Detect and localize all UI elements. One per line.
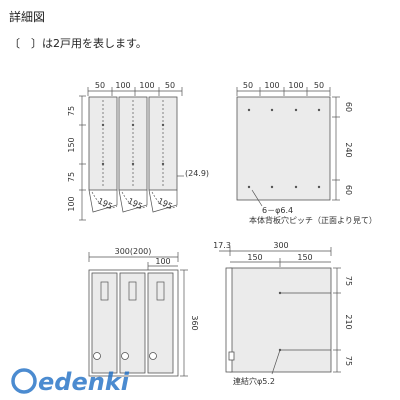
bottom-front-view: 300(200) 100 360 bbox=[88, 247, 199, 377]
side-left-offset: 17.3 bbox=[213, 241, 231, 250]
back-hole-label: 6－φ6.4 bbox=[262, 206, 293, 215]
figure-note: 〔 〕は2戸用を表します。 bbox=[9, 36, 147, 50]
front-offset-dim: (24.9) bbox=[185, 169, 209, 178]
side-half-dim-1: 150 bbox=[247, 253, 262, 262]
front-top-dim-3: 100 bbox=[139, 81, 154, 90]
back-side-dim-3: 60 bbox=[344, 185, 353, 195]
back-top-dim-1: 50 bbox=[243, 81, 253, 90]
watermark-logo-icon bbox=[11, 368, 37, 394]
side-hole-label: 連結穴φ5.2 bbox=[233, 376, 275, 386]
side-view: 17.3 300 150 150 75 210 75 連結穴φ5.2 bbox=[213, 241, 353, 386]
side-dim-2: 210 bbox=[344, 314, 353, 329]
back-top-dim-4: 50 bbox=[314, 81, 324, 90]
side-panel bbox=[229, 267, 332, 373]
front-top-dim-4: 50 bbox=[165, 81, 175, 90]
back-side-dim-2: 240 bbox=[344, 142, 353, 157]
front-side-dim-2: 150 bbox=[67, 137, 76, 152]
side-front-lip bbox=[225, 267, 233, 373]
front-swing-dim-2: 195 bbox=[126, 196, 144, 211]
front-top-dim-1: 50 bbox=[95, 81, 105, 90]
bottom-sub-dim: 100 bbox=[155, 257, 170, 266]
door-dial-2 bbox=[121, 352, 129, 360]
front-swing-dim-3: 195 bbox=[156, 196, 174, 211]
front-side-dim-4: 100 bbox=[67, 196, 76, 211]
side-half-dim-2: 150 bbox=[297, 253, 312, 262]
front-door-1 bbox=[88, 189, 118, 213]
side-dim-3: 75 bbox=[344, 356, 353, 366]
front-top-dim-2: 100 bbox=[115, 81, 130, 90]
door-dial-1 bbox=[93, 352, 101, 360]
back-side-dim-1: 60 bbox=[344, 102, 353, 112]
door-dial-3 bbox=[149, 352, 157, 360]
back-hole-caption: 本体背板穴ピッチ（正面より見て） bbox=[249, 215, 377, 225]
back-panel bbox=[236, 96, 331, 201]
back-top-dim-3: 100 bbox=[288, 81, 303, 90]
front-side-dim-3: 75 bbox=[67, 172, 76, 182]
side-dim-1: 75 bbox=[344, 276, 353, 286]
back-view: 50 100 100 50 60 240 60 6－φ6.4 本体背板穴ピッチ（… bbox=[236, 81, 377, 225]
watermark-text: edenki bbox=[38, 368, 130, 396]
watermark: edenki bbox=[11, 368, 130, 396]
front-side-dim-1: 75 bbox=[67, 106, 76, 116]
front-door-3 bbox=[148, 189, 178, 213]
front-view: 50 100 100 50 75 150 75 100 bbox=[67, 81, 209, 221]
side-width-dim: 300 bbox=[273, 241, 288, 250]
front-door-2 bbox=[118, 189, 148, 213]
back-top-dim-2: 100 bbox=[264, 81, 279, 90]
front-swing-dim-1: 195 bbox=[96, 196, 114, 211]
figure-title: 詳細図 bbox=[9, 9, 45, 24]
bottom-width-dim: 300(200) bbox=[115, 247, 152, 256]
bottom-height-dim: 360 bbox=[190, 315, 199, 330]
